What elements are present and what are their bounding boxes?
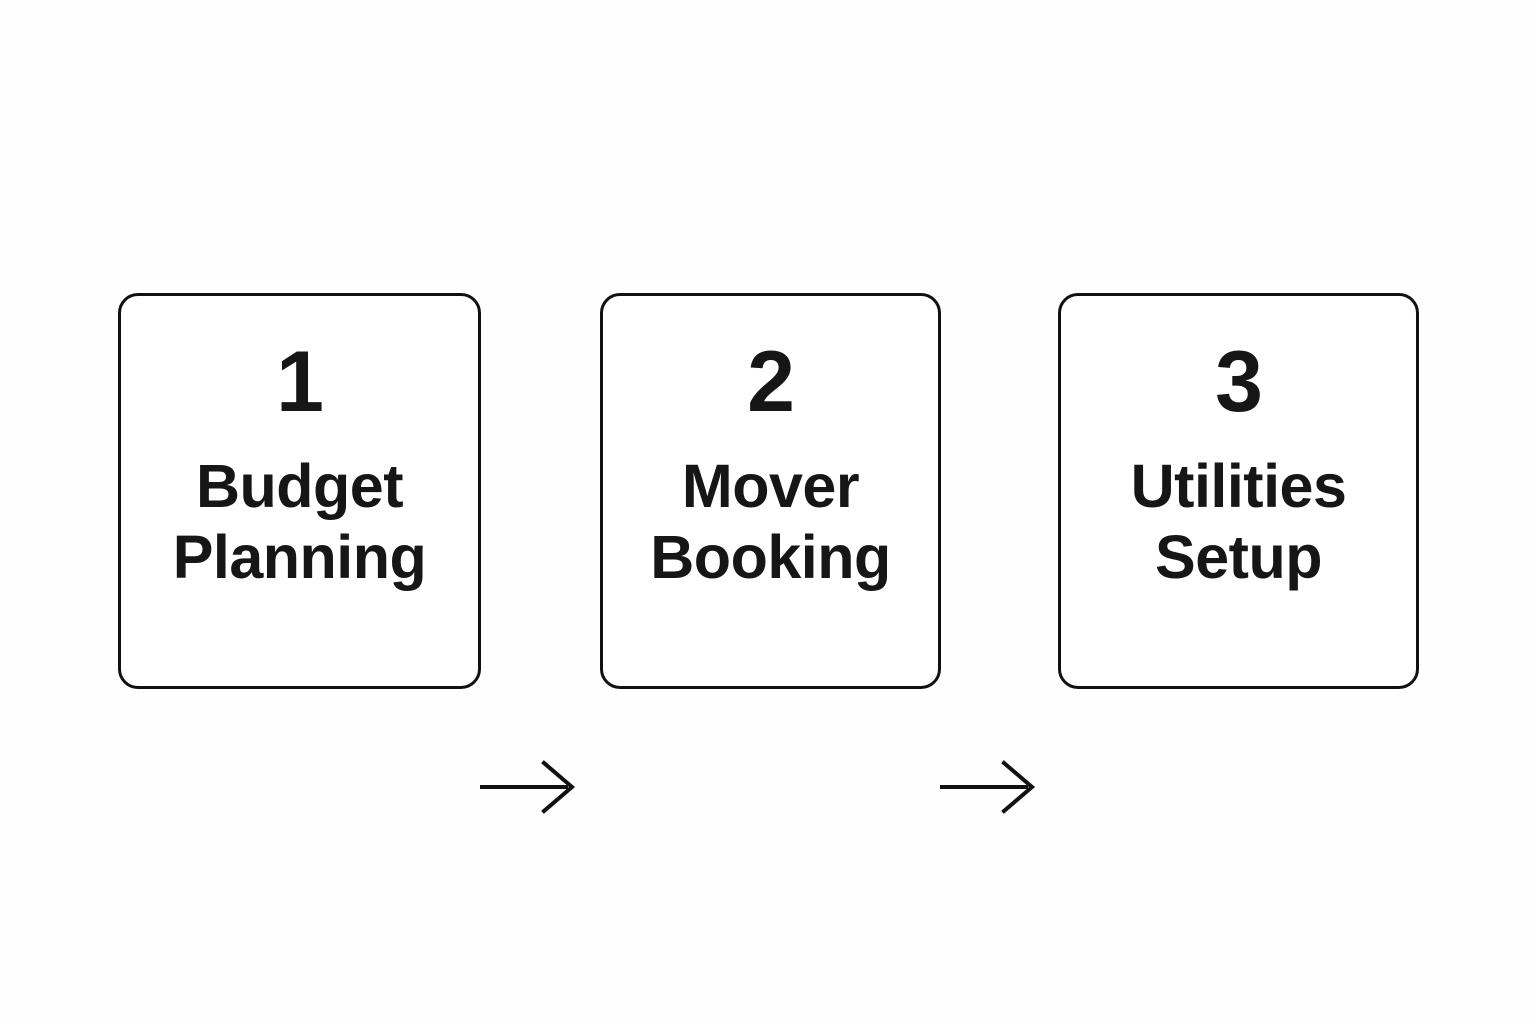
process-step-2[interactable]: 2 Mover Booking xyxy=(600,293,941,689)
step-2-number: 2 xyxy=(747,334,795,430)
process-flow-row: 1 Budget Planning 2 Mover Booking 3 Util… xyxy=(0,293,1536,814)
step-2-label: Mover Booking xyxy=(650,452,891,591)
arrow-step1-to-step2 xyxy=(480,760,576,814)
step-1-label: Budget Planning xyxy=(172,452,427,591)
step-3-number: 3 xyxy=(1215,334,1263,430)
arrow-step2-to-step3 xyxy=(940,760,1036,814)
process-step-1[interactable]: 1 Budget Planning xyxy=(118,293,481,689)
process-step-3[interactable]: 3 Utilities Setup xyxy=(1058,293,1419,689)
step-3-label: Utilities Setup xyxy=(1130,452,1347,591)
step-1-number: 1 xyxy=(276,334,324,430)
